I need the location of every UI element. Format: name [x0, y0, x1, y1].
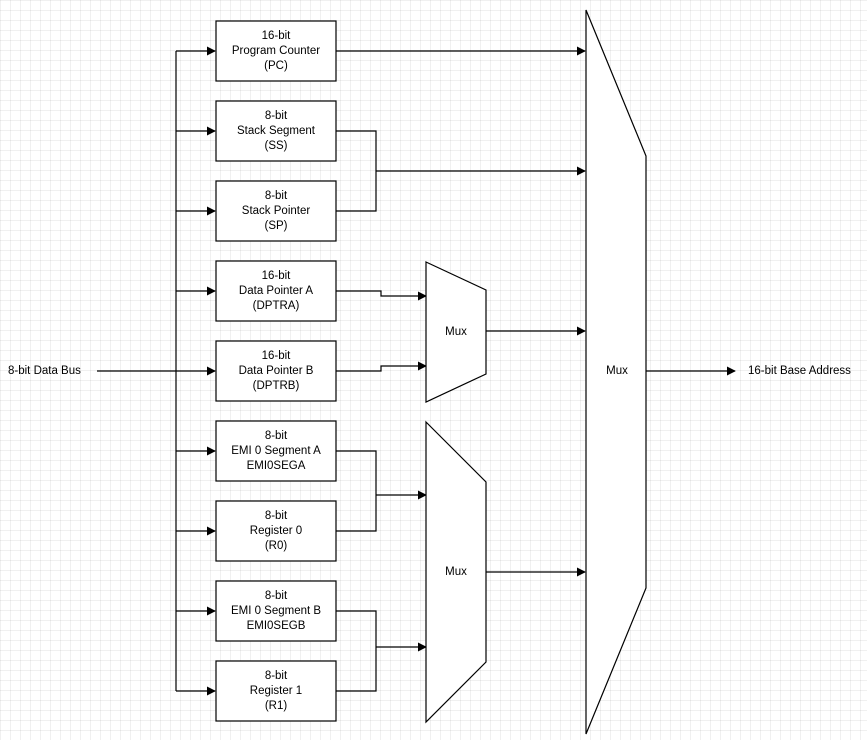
emi0sega-r0-join-wire: [336, 450, 377, 532]
register-wires: [336, 46, 586, 692]
ss-sp-join-wire: [336, 130, 377, 212]
register-label-line: 16-bit: [262, 270, 292, 282]
register-label-line: (SP): [265, 220, 288, 232]
register-label-line: EMI0SEGB: [247, 620, 306, 632]
register-box: [215, 660, 337, 722]
dptra-to-mux-wire: [336, 290, 427, 301]
register-label-line: (SS): [265, 140, 288, 152]
register-label-line: 16-bit: [262, 30, 292, 42]
dptr-mux-label: Mux: [445, 326, 467, 338]
main-mux: [585, 9, 647, 735]
register-box: [215, 260, 337, 322]
register-label-line: 8-bit: [265, 190, 288, 202]
register-label-line: Register 1: [250, 685, 302, 697]
input-label: 8-bit Data Bus: [8, 365, 81, 377]
register-label-line: (DPTRB): [253, 380, 300, 392]
register-label-line: EMI 0 Segment A: [231, 445, 321, 457]
emi-mux: [425, 420, 487, 724]
register-label-line: EMI 0 Segment B: [231, 605, 321, 617]
register-label-line: 8-bit: [265, 670, 288, 682]
register-label-line: 16-bit: [262, 350, 292, 362]
register-label-line: 8-bit: [265, 590, 288, 602]
emi0segb-r1-join-wire: [336, 610, 377, 692]
register-label-line: (R0): [265, 540, 288, 552]
register-label-line: (DPTRA): [253, 300, 300, 312]
register-label-line: Data Pointer A: [239, 285, 313, 297]
output-label: 16-bit Base Address: [748, 365, 851, 377]
register-label-line: Program Counter: [232, 45, 320, 57]
dptr-mux: [425, 261, 487, 403]
register-label-line: (PC): [264, 60, 288, 72]
register-label-line: Stack Segment: [237, 125, 316, 137]
register-box: [215, 500, 337, 562]
register-label-line: EMI0SEGA: [247, 460, 306, 472]
register-box: [215, 100, 337, 162]
register-label-line: 8-bit: [265, 510, 288, 522]
register-label-line: Data Pointer B: [239, 365, 314, 377]
register-box: [215, 420, 337, 482]
dptrb-to-mux-wire: [336, 361, 427, 372]
register-box: [215, 180, 337, 242]
register-box: [215, 580, 337, 642]
register-label-line: (R1): [265, 700, 288, 712]
register-label-line: 8-bit: [265, 430, 288, 442]
register-label-line: Register 0: [250, 525, 302, 537]
register-box: [215, 340, 337, 402]
emi-mux-label: Mux: [445, 566, 467, 578]
register-label-line: 8-bit: [265, 110, 288, 122]
register-label-line: Stack Pointer: [242, 205, 311, 217]
register-box: [215, 20, 337, 82]
main-mux-label: Mux: [606, 365, 628, 377]
